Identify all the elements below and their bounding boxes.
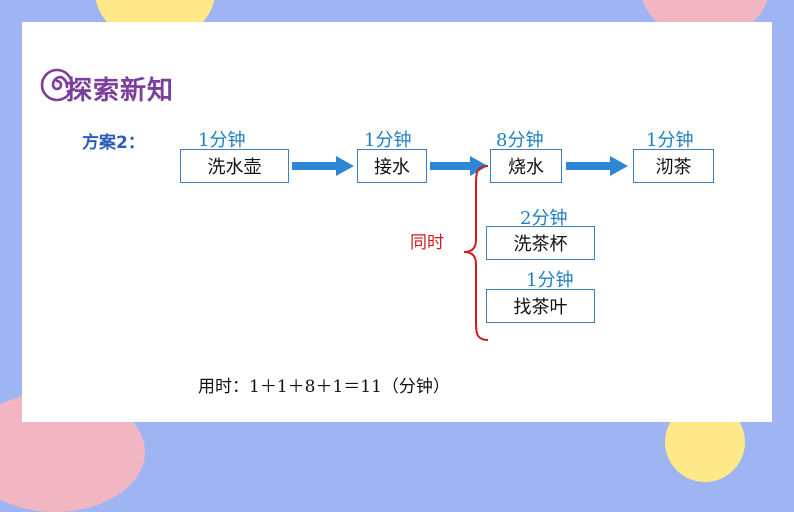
arrow-right-icon (430, 156, 488, 176)
arrow-right-icon (292, 156, 354, 176)
total-time-text: 用时：1＋1＋8＋1＝11（分钟） (198, 377, 450, 397)
step-time: 1分钟 (198, 130, 246, 151)
step-box: 接水 (357, 149, 427, 183)
step-box: 洗水壶 (180, 149, 289, 183)
parallel-box: 找茶叶 (486, 289, 595, 323)
section-title: 探索新知 (66, 76, 175, 106)
curly-brace-icon (463, 165, 489, 341)
parallel-time: 2分钟 (520, 208, 568, 229)
simultaneous-label: 同时 (410, 233, 444, 253)
step-time: 1分钟 (364, 130, 412, 151)
slide-canvas (22, 22, 772, 422)
spiral-icon (40, 68, 74, 102)
step-time: 8分钟 (496, 130, 544, 151)
parallel-time: 1分钟 (526, 270, 574, 291)
arrow-right-icon (566, 156, 628, 176)
step-box: 沏茶 (633, 149, 714, 183)
parallel-box: 洗茶杯 (486, 226, 595, 260)
step-time: 1分钟 (646, 130, 694, 151)
step-box: 烧水 (490, 149, 562, 183)
plan-label: 方案2： (82, 133, 145, 153)
